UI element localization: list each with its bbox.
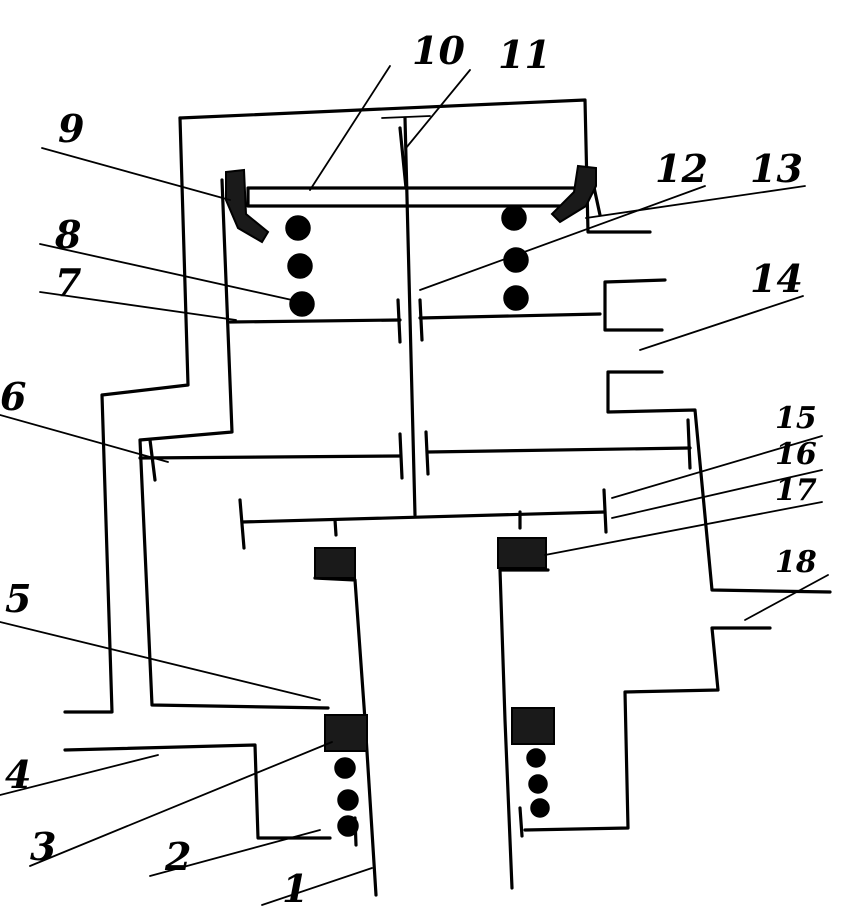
lower-shaft [313,537,555,897]
label-14: 14 [750,256,803,301]
label-9: 9 [58,106,84,151]
label-16: 16 [775,437,817,472]
label-17: 17 [775,473,817,508]
upper-chamber [138,164,602,710]
left-lower-bearing [324,714,368,752]
label-4: 4 [5,752,31,797]
label-10: 10 [412,28,465,73]
plate-6 [138,418,692,482]
right-middle-bearing [497,537,547,569]
label-15: 15 [775,401,817,436]
lower-rolling-elements [334,748,550,847]
cover-plate [246,186,578,208]
label-5: 5 [5,576,31,621]
label-3: 3 [30,824,56,869]
label-2: 2 [164,834,191,879]
label-13: 13 [750,146,803,191]
callout-labels: 9 8 7 6 5 4 3 2 1 10 11 12 13 14 15 16 1… [0,28,817,911]
label-1: 1 [282,866,308,911]
label-6: 6 [0,374,26,419]
housing-outline [63,98,832,840]
label-11: 11 [498,32,551,77]
plate-7 [228,298,602,344]
upper-rolling-elements [285,205,529,317]
left-upper-seal [225,168,270,244]
lower-plate [238,488,608,550]
label-12: 12 [655,146,708,191]
label-18: 18 [775,545,817,580]
left-middle-bearing [314,547,356,579]
label-7: 7 [55,260,81,305]
leader-lines [0,65,829,906]
right-lower-bearing [511,707,555,745]
right-upper-seal [550,164,597,224]
central-shaft [381,115,431,517]
label-8: 8 [54,212,81,257]
